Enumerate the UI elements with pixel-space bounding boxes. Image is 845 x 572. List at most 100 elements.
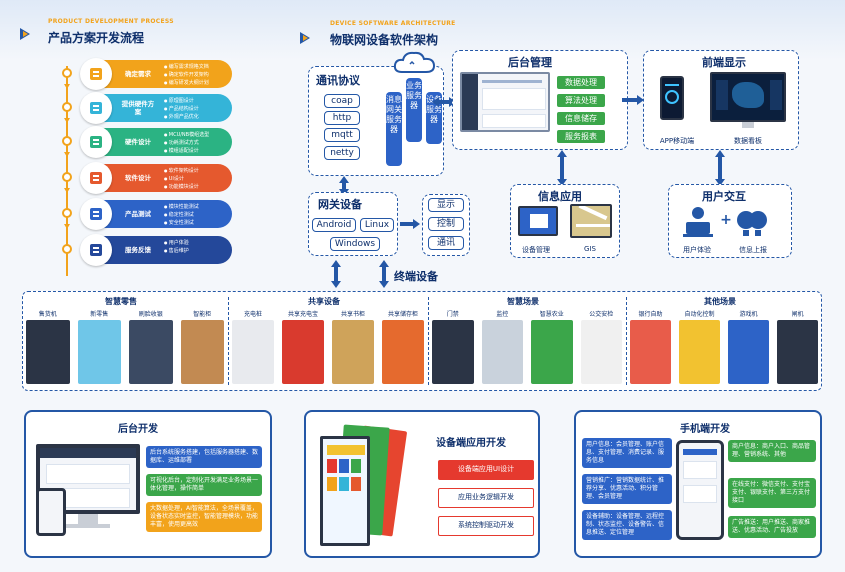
mobile-dev-title: 手机端开发: [680, 424, 730, 435]
timeline-dot: [62, 244, 72, 254]
process-step-items: 软件架构设计UI设计功能模块设计: [164, 167, 199, 191]
service-msg-gateway: 消息网关服务器: [386, 92, 402, 166]
process-step-item: 模块性能测试: [164, 203, 199, 211]
device-label: 刷脸收银: [138, 311, 163, 318]
arrow-terminal-1: [331, 260, 341, 288]
process-step-item: 安全性测试: [164, 219, 199, 227]
process-step-item: 软件架构设计: [164, 167, 199, 175]
process-step-item: UI设计: [164, 175, 199, 183]
device-label: 智能柜: [193, 311, 212, 318]
device-label: 门禁: [446, 311, 459, 318]
app-phone-image: [660, 76, 684, 120]
process-step-title: 服务反馈: [125, 246, 151, 254]
process-step-title: 软件设计: [125, 174, 151, 182]
device-label: 共享充电宝: [287, 311, 318, 318]
device-label: 闸机: [791, 311, 804, 318]
interact-title: 用户交互: [702, 190, 746, 203]
timeline-dot: [62, 208, 72, 218]
device-image: [77, 320, 121, 384]
shield-icon: [80, 198, 112, 230]
process-step-item: 编写研发大纲计划: [164, 79, 209, 87]
gis-map-icon: [570, 204, 612, 238]
process-step: 产品测试模块性能测试稳定性测试安全性测试: [80, 198, 232, 230]
dashboard-label: 数据看板: [734, 137, 762, 145]
func-comm: 通讯: [428, 236, 464, 250]
mobile-note-merchant: 商户信息：商户入口、商品管理、营销系统、其他: [728, 440, 816, 462]
device-app-title: 设备端应用开发: [436, 438, 506, 449]
timeline-dot: [62, 102, 72, 112]
group-divider: [626, 297, 627, 385]
section-arrow-icon: [20, 28, 30, 40]
arch-title: 物联网设备软件架构: [330, 33, 439, 47]
device-image: [382, 320, 424, 384]
gateway-os-windows: Windows: [330, 237, 380, 251]
device-label: 游戏机: [739, 311, 758, 318]
group-divider: [228, 297, 229, 385]
process-step-item: 功能模块设计: [164, 183, 199, 191]
info-report-label: 信息上报: [739, 246, 767, 254]
backend-dev-title: 后台开发: [118, 424, 158, 435]
timeline-dot: [62, 68, 72, 78]
backend-note-3: 大数据处理，AI智能算法，全场景覆盖，设备状态实时监控，智能管理模块，功能丰富，…: [146, 502, 262, 532]
protocol-http: http: [324, 111, 360, 125]
chip-icon: [80, 126, 112, 158]
gis-label: GIS: [584, 245, 596, 253]
device-image: [580, 320, 622, 384]
process-step-items: 原理图设计产品结构设计外观产品优化: [164, 97, 199, 121]
mobile-note-device: 设备辅助：设备管理、远程控制、状态监控、设备警告、信息推送、定位管理: [582, 510, 672, 540]
mobile-phone-image: [676, 440, 724, 540]
timeline-arrow-icon: [64, 224, 70, 229]
mobile-note-user: 用户信息：会员管理、账户信息、支付管理、消费记录、服务信息: [582, 438, 672, 468]
device-image: [777, 320, 818, 384]
user-computer-icon: [683, 207, 713, 237]
process-title: 产品方案开发流程: [48, 31, 145, 45]
gateway-title: 网关设备: [318, 198, 362, 211]
func-display: 显示: [428, 198, 464, 212]
backend-report: 服务报表: [557, 130, 605, 143]
process-step-item: MCU/NB模组选型: [164, 131, 209, 139]
process-step: 提供硬件方案原理图设计产品结构设计外观产品优化: [80, 92, 232, 124]
gateway-os-linux: Linux: [360, 218, 394, 232]
gateway-os-android: Android: [312, 218, 356, 232]
process-step-item: 稳定性测试: [164, 211, 199, 219]
process-step-item: 用户体验: [164, 239, 189, 247]
dashboard-screen-image: [710, 72, 786, 122]
device-group-title: 智慧零售: [105, 297, 137, 306]
backend-title: 后台管理: [508, 56, 552, 69]
app-label: APP移动端: [659, 137, 695, 145]
interact-box: [668, 184, 792, 258]
service-icon: [80, 234, 112, 266]
device-screen-front: [320, 436, 370, 546]
device-image: [432, 320, 474, 384]
device-label: 共享储存柜: [387, 311, 418, 318]
device-ui-design: 设备端应用UI设计: [438, 460, 534, 480]
timeline-arrow-icon: [64, 188, 70, 193]
arrow-gateway-funcs: [400, 219, 420, 229]
monitor-stand: [742, 122, 754, 128]
mobile-note-payment: 在线支付：微信支付、支付宝支付、银联支付、第三方支付接口: [728, 478, 816, 508]
cloud-icon: [393, 51, 436, 73]
frontend-title: 前端显示: [702, 56, 746, 69]
timeline-dot: [62, 136, 72, 146]
timeline-arrow-icon: [64, 152, 70, 157]
device-driver-dev: 系统控制驱动开发: [438, 516, 534, 536]
device-label: 自动化控制: [684, 311, 715, 318]
backend-note-2: 可视化后台，定制化开发满足业务场景一体化管理，操作简单: [146, 474, 262, 496]
device-label: 新零售: [90, 311, 109, 318]
process-step: 软件设计 软件架构设计UI设计功能模块设计: [80, 162, 232, 194]
lightbulb-people-icon: [737, 211, 767, 236]
device-group-title: 其他场景: [704, 297, 736, 306]
backend-note-1: 后台系统服务搭建，包括服务器搭建、数据库、运维部署: [146, 446, 262, 468]
device-image: [232, 320, 274, 384]
device-image: [728, 320, 769, 384]
backend-phone-image: [36, 488, 66, 536]
arrow-backend-info: [557, 150, 567, 186]
device-mgmt-icon: [518, 206, 558, 236]
process-step-items: 模块性能测试稳定性测试安全性测试: [164, 203, 199, 227]
info-app-title: 信息应用: [538, 190, 582, 203]
arch-subtitle-en: DEVICE SOFTWARE ARCHITECTURE: [330, 20, 456, 27]
process-step-item: 原理图设计: [164, 97, 199, 105]
func-control: 控制: [428, 217, 464, 231]
arrow-frontend-interact: [715, 150, 725, 186]
process-step-item: 确定软件开发架构: [164, 71, 209, 79]
